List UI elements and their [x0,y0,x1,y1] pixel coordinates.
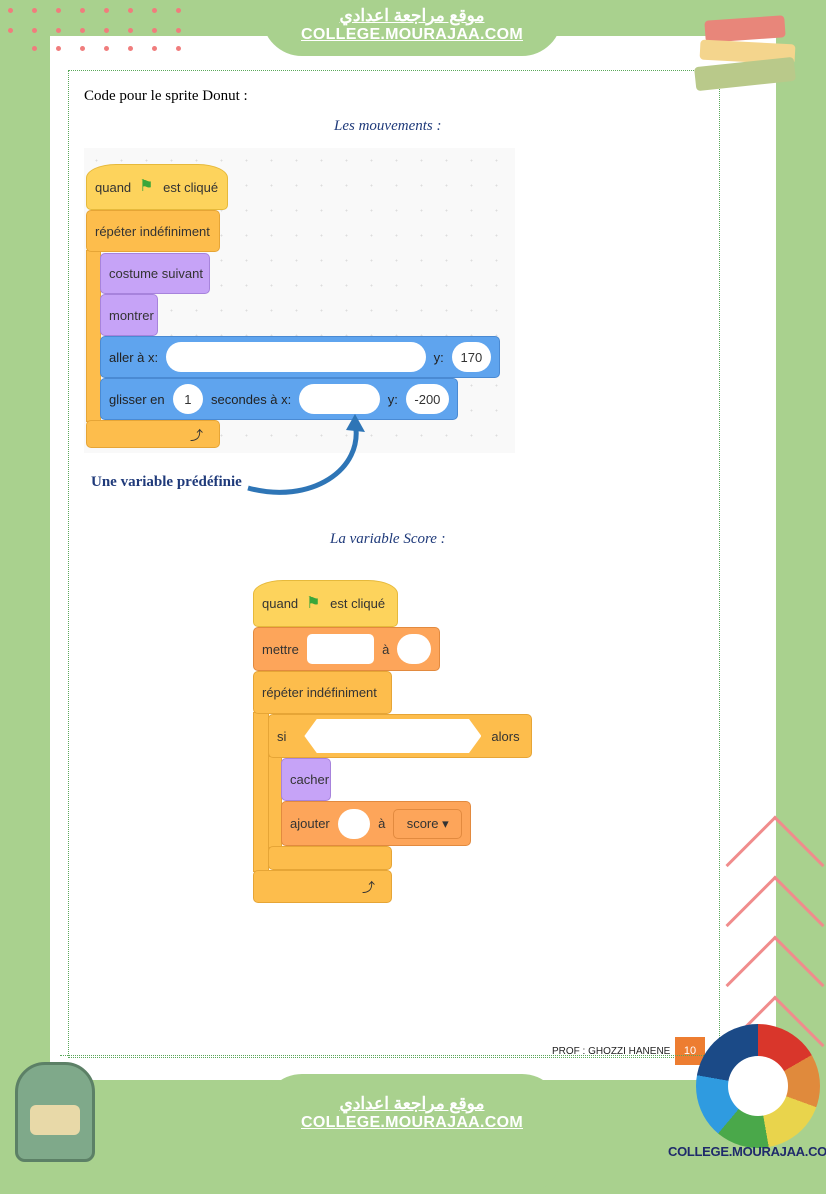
show-block[interactable]: montrer [100,294,158,336]
variable-dropdown-empty[interactable] [306,634,375,664]
glide-x-input-empty[interactable] [299,384,380,414]
goto-xy-block[interactable]: aller à x: y: 170 [100,336,500,378]
next-costume-block[interactable]: costume suivant [100,253,210,294]
section1-title: Les mouvements : [334,118,442,134]
repeat-bottom: ⤴ [253,870,392,903]
repeat-forever-block[interactable]: répéter indéfiniment [253,671,392,714]
score-dropdown[interactable]: score ▾ [393,808,462,839]
glide-y-input[interactable]: -200 [405,384,449,414]
page-frame [68,70,720,1058]
seconds-input[interactable]: 1 [172,384,204,414]
header-banner: موقع مراجعة اعدادي COLLEGE.MOURAJAA.COM [262,0,562,56]
page-number: 10 [675,1037,705,1065]
arrow-icon [247,414,365,495]
if-bottom [268,846,392,870]
if-block[interactable]: si alors [268,714,532,758]
value-input-empty[interactable] [397,634,431,664]
intro-text: Code pour le sprite Donut : [84,88,248,104]
repeat-bottom: ⤴ [86,420,220,448]
y-input[interactable]: 170 [451,342,491,372]
annotation-label: Une variable prédéfinie [91,474,242,490]
header-arabic: موقع مراجعة اعدادي [339,6,485,25]
when-flag-clicked-block[interactable]: quand⚑est cliqué [86,164,228,210]
backpack-icon [15,1062,95,1162]
green-flag-icon: ⚑ [139,178,154,195]
section2-title: La variable Score : [330,531,446,547]
glide-block[interactable]: glisser en 1 secondes à x: y: -200 [100,378,458,420]
author-label: PROF : GHOZZI HANENE [552,1046,671,1057]
footer-banner: موقع مراجعة اعدادي COLLEGE.MOURAJAA.COM [262,1074,562,1194]
repeat-arm [86,250,101,422]
when-flag-clicked-block[interactable]: quand⚑est cliqué [253,580,398,627]
change-variable-block[interactable]: ajouter à score ▾ [281,801,471,846]
footer-arabic: موقع مراجعة اعدادي [339,1094,485,1113]
footer-line [60,1055,710,1056]
repeat-arm [253,712,269,872]
repeat-forever-block[interactable]: répéter indéfiniment [86,210,220,252]
loop-arrow-icon: ⤴ [361,880,375,895]
green-flag-icon: ⚑ [306,594,321,612]
condition-slot-empty[interactable] [304,719,482,753]
header-url[interactable]: COLLEGE.MOURAJAA.COM [301,26,523,43]
education-wheel-logo [696,1024,820,1148]
hide-block[interactable]: cacher [281,758,331,801]
footer-url[interactable]: COLLEGE.MOURAJAA.COM [301,1114,523,1131]
loop-arrow-icon: ⤴ [189,427,203,443]
set-variable-block[interactable]: mettre à [253,627,440,671]
x-input-empty[interactable] [166,342,426,372]
if-arm [268,756,282,848]
change-value-input-empty[interactable] [337,808,371,839]
logo-text: COLLEGE.MOURAJAA.COM [668,1144,826,1159]
